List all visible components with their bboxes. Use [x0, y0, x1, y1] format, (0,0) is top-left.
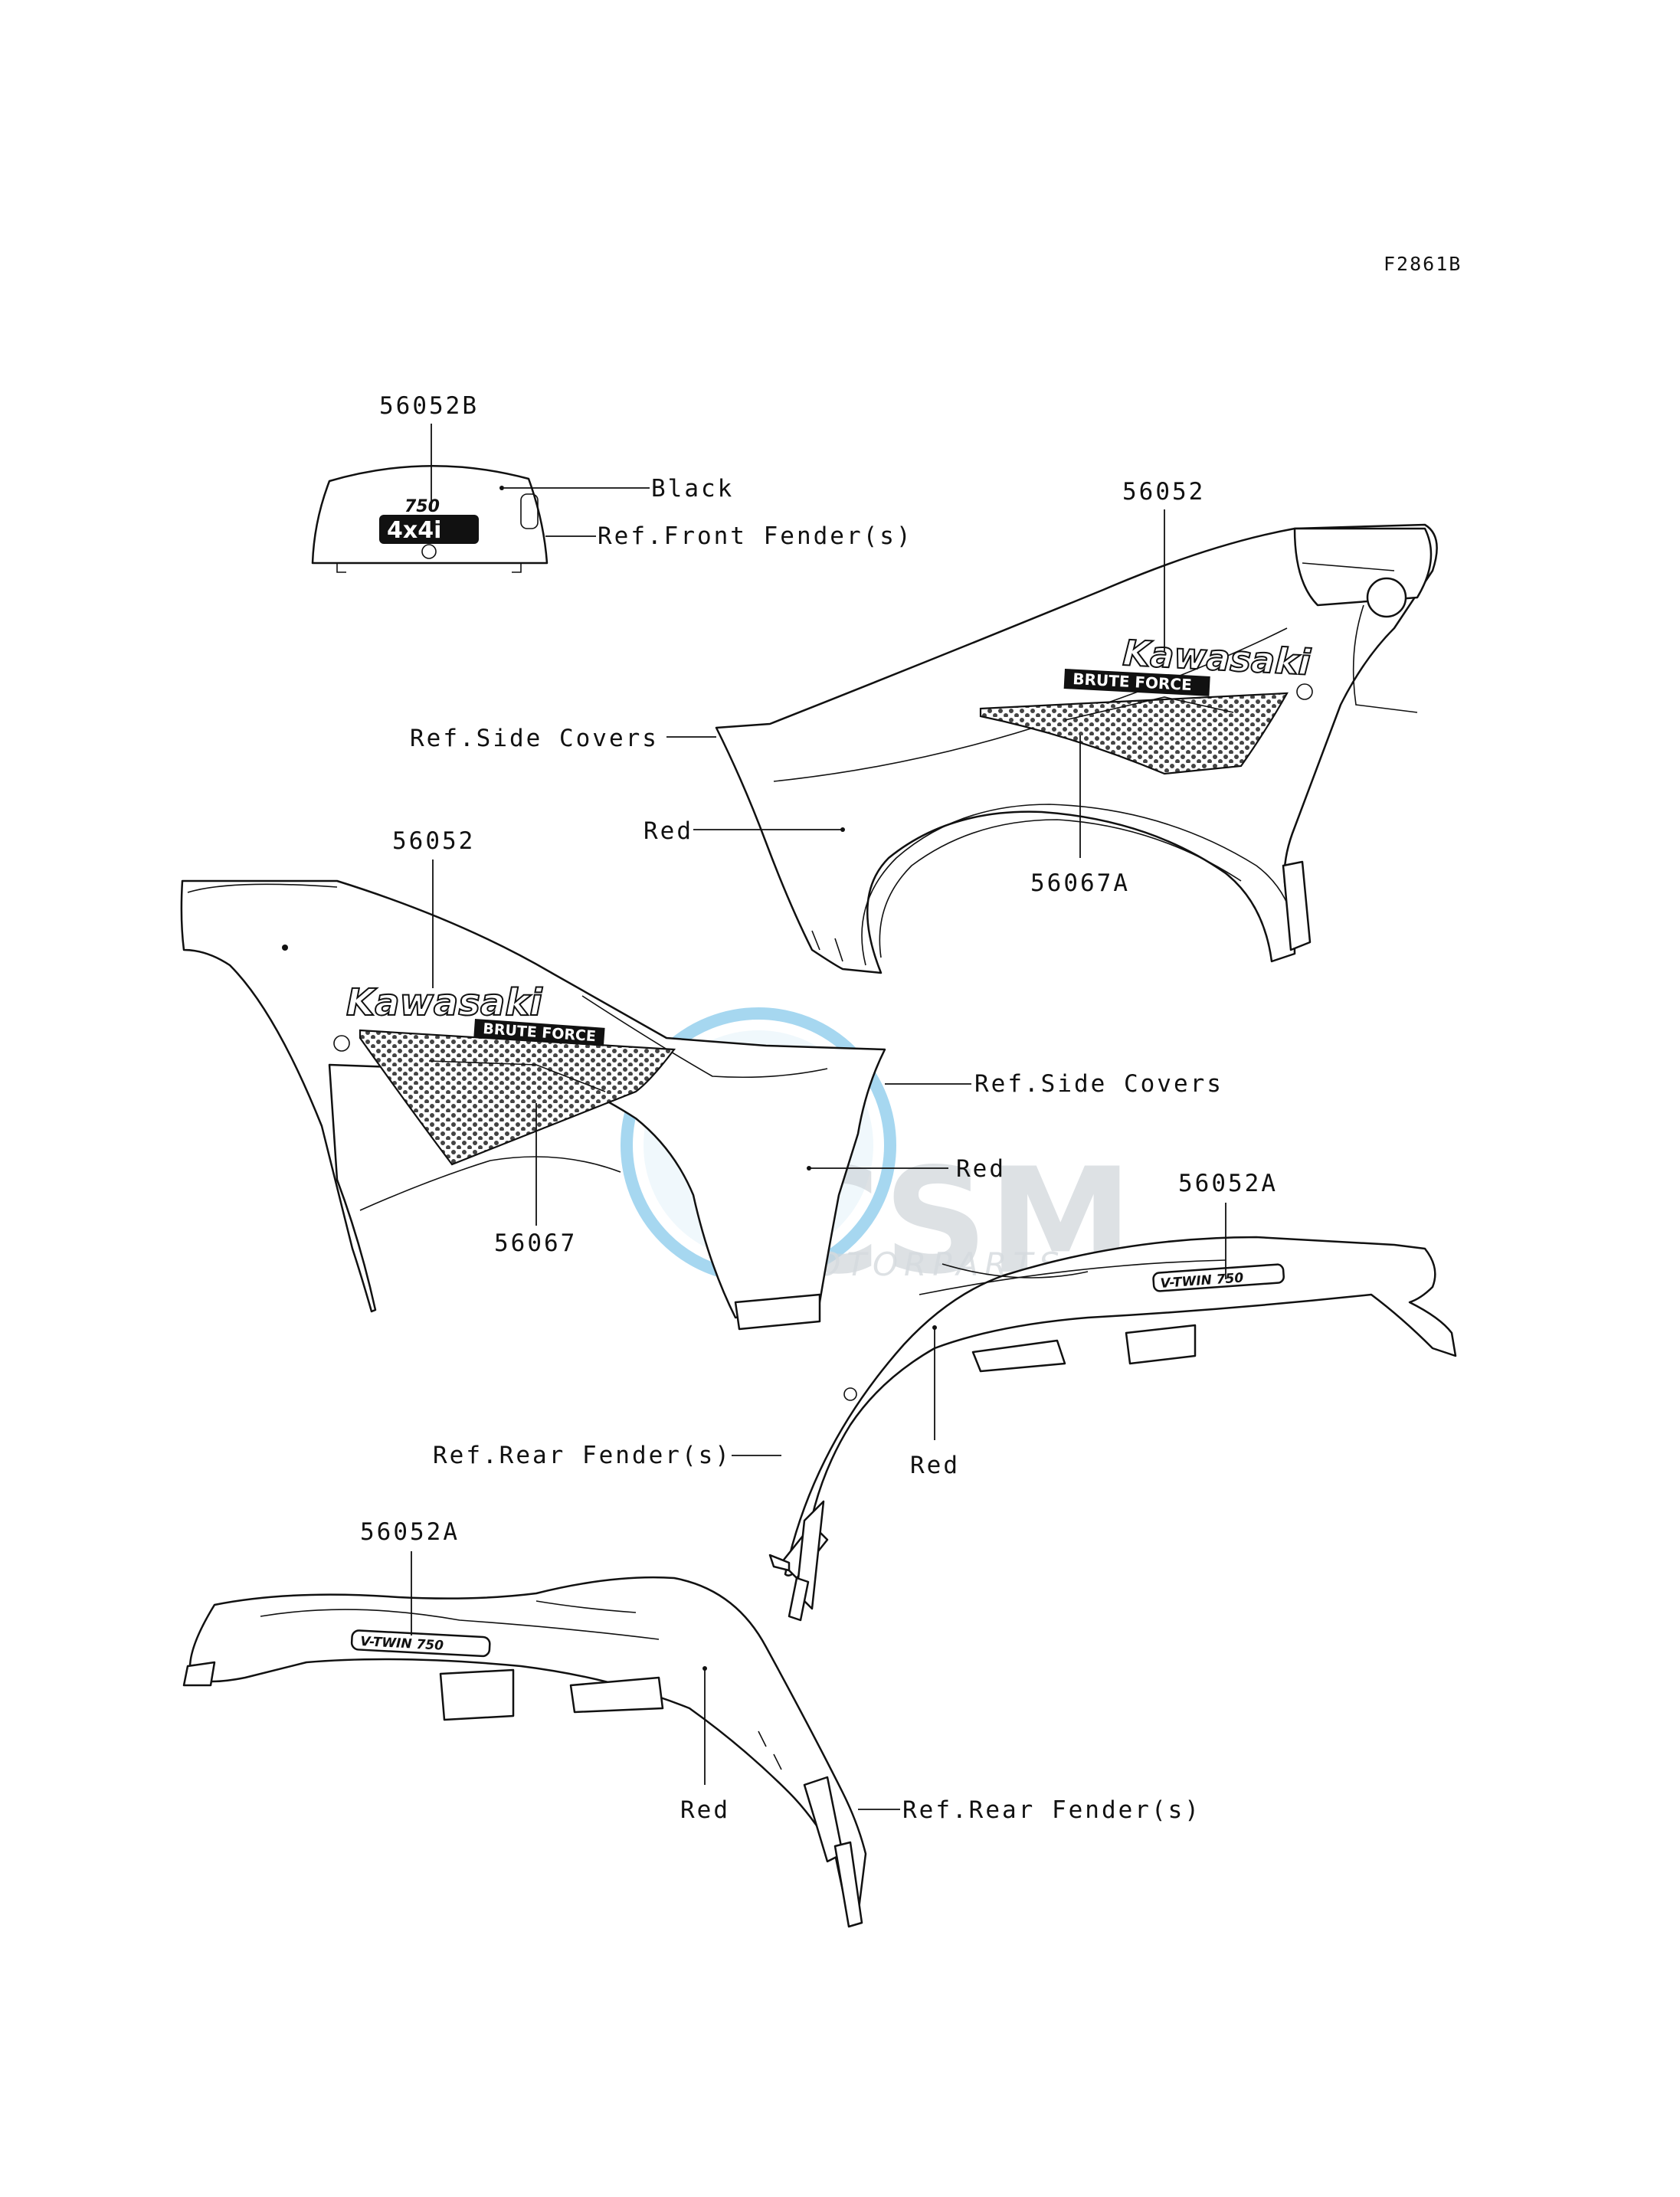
- callout-black: Black: [651, 475, 734, 503]
- callout-ref-front-fender: Ref.Front Fender(s): [598, 522, 913, 550]
- callout-56052-upper: 56052: [1122, 478, 1205, 506]
- callout-56052A-right: 56052A: [1178, 1170, 1278, 1197]
- right-side-cover-part: Kawasaki BRUTE FORCE: [715, 523, 1438, 974]
- rear-fender-left-part: V-TWIN 750: [182, 1576, 867, 1928]
- 4x4i-badge-icon: 750 4x4i: [379, 497, 479, 544]
- callout-ref-rear-fender-right: Ref.Rear Fender(s): [433, 1442, 732, 1469]
- callout-red-upper: Red: [644, 817, 693, 845]
- svg-text:4x4i: 4x4i: [387, 517, 441, 544]
- callout-56067: 56067: [494, 1229, 577, 1257]
- callout-56052-left: 56052: [392, 827, 475, 855]
- kawasaki-logo-right-icon: Kawasaki: [1122, 632, 1312, 683]
- callout-red-bottom: Red: [680, 1796, 730, 1824]
- figure-code: F2861B: [1384, 253, 1462, 275]
- rear-fender-right-part: V-TWIN 750: [768, 1236, 1457, 1622]
- callout-ref-side-covers-upper: Ref.Side Covers: [410, 725, 659, 752]
- svg-text:750: 750: [404, 497, 440, 516]
- callout-56052B: 56052B: [379, 392, 479, 420]
- kawasaki-logo-left-icon: Kawasaki: [346, 981, 542, 1024]
- callout-red-left: Red: [956, 1155, 1006, 1183]
- 56067A-decal: [979, 692, 1289, 775]
- callout-ref-rear-fender-bottom: Ref.Rear Fender(s): [902, 1796, 1201, 1824]
- callout-ref-side-covers-lower: Ref.Side Covers: [974, 1070, 1223, 1098]
- 56067-decal: [359, 1029, 676, 1166]
- callout-red-right: Red: [910, 1452, 960, 1479]
- front-fender-badge-part: 750 4x4i: [311, 464, 549, 573]
- left-side-cover-part: Kawasaki BRUTE FORCE: [180, 879, 886, 1331]
- callout-56052A-left: 56052A: [360, 1518, 460, 1546]
- callout-56067A: 56067A: [1030, 869, 1130, 897]
